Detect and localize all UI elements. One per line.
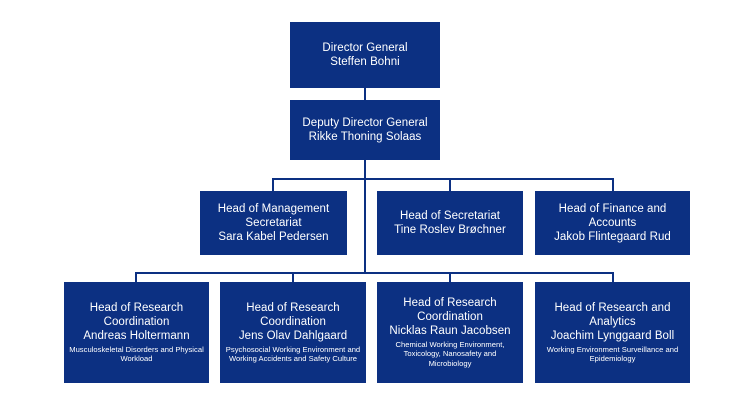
node-person: Sara Kabel Pedersen [218, 231, 329, 244]
node-title: Deputy Director General [302, 116, 428, 129]
node-title-line1: Head of Research [89, 301, 184, 314]
node-description: Working Environment Surveillance and Epi… [546, 344, 679, 364]
node-title-line2: Coordination [103, 316, 170, 329]
node-title-line2: Analytics [589, 316, 636, 329]
connector-drop-research-2 [292, 272, 294, 282]
node-head-of-research-coordination-holtermann[interactable]: Head of Research Coordination Andreas Ho… [64, 282, 209, 383]
node-description: Psychosocial Working Environment and Wor… [225, 344, 361, 364]
node-person: Steffen Bohni [330, 56, 400, 68]
node-person: Nicklas Raun Jacobsen [389, 325, 511, 338]
node-person: Joachim Lynggaard Boll [550, 330, 675, 343]
connector-bus-level4 [135, 272, 614, 274]
connector-drop-research-4 [612, 272, 614, 282]
node-person: Rikke Thoning Solaas [308, 131, 422, 143]
node-head-of-finance-and-accounts[interactable]: Head of Finance and Accounts Jakob Flint… [535, 191, 690, 255]
node-deputy-director-general[interactable]: Deputy Director General Rikke Thoning So… [290, 100, 440, 160]
connector-drop-finance [612, 178, 614, 191]
node-title-line1: Head of Research [403, 296, 497, 309]
node-person: Jakob Flintegaard Rud [554, 231, 671, 244]
connector-drop-management-secretariat [272, 178, 274, 191]
node-head-of-management-secretariat[interactable]: Head of Management Secretariat Sara Kabe… [200, 191, 347, 255]
node-title-line2: Accounts [588, 216, 637, 229]
node-title-line1: Head of Management [217, 202, 330, 215]
connector-bus-level3 [272, 178, 614, 180]
node-title-line2: Coordination [417, 311, 483, 324]
node-title-line1: Head of Finance and [558, 202, 667, 215]
node-title: Director General [322, 41, 408, 54]
node-title-line1: Head of Research and [554, 301, 671, 314]
connector-drop-research-3 [449, 272, 451, 282]
node-person: Andreas Holtermann [83, 330, 190, 343]
node-person: Tine Roslev Brøchner [394, 224, 506, 236]
node-head-of-secretariat[interactable]: Head of Secretariat Tine Roslev Brøchner [377, 191, 523, 255]
node-head-of-research-and-analytics-boll[interactable]: Head of Research and Analytics Joachim L… [535, 282, 690, 383]
node-director-general[interactable]: Director General Steffen Bohni [290, 22, 440, 88]
node-person: Jens Olav Dahlgaard [238, 330, 348, 343]
node-title-line2: Coordination [260, 316, 326, 329]
connector-director-to-deputy [364, 88, 366, 100]
node-title-line2: Secretariat [245, 216, 302, 229]
node-description: Musculoskeletal Disorders and Physical W… [69, 344, 204, 364]
node-description: Chemical Working Environment, Toxicology… [395, 339, 505, 369]
node-head-of-research-coordination-jacobsen[interactable]: Head of Research Coordination Nicklas Ra… [377, 282, 523, 383]
node-title-line1: Head of Research [246, 301, 340, 314]
connector-deputy-trunk [364, 160, 366, 272]
node-head-of-research-coordination-dahlgaard[interactable]: Head of Research Coordination Jens Olav … [220, 282, 366, 383]
node-title: Head of Secretariat [399, 209, 501, 222]
connector-drop-secretariat [449, 178, 451, 191]
connector-drop-research-1 [135, 272, 137, 282]
